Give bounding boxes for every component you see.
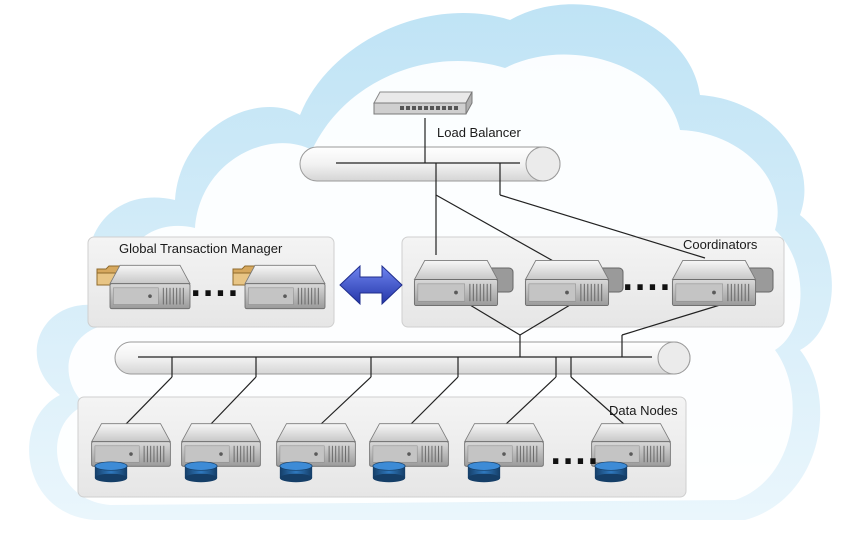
coordinators-ellipsis: .... xyxy=(622,263,672,298)
database-disk-icon xyxy=(467,461,501,483)
server-icon xyxy=(524,259,610,307)
server-icon xyxy=(369,423,449,467)
coordinator-server-2 xyxy=(524,259,624,307)
load-balancer-bus xyxy=(299,146,561,182)
server-icon xyxy=(181,423,261,467)
server-icon xyxy=(464,423,544,467)
server-icon xyxy=(244,264,326,310)
coordinator-server-3 xyxy=(671,259,774,307)
database-disk-icon xyxy=(184,461,218,483)
load-balancer-switch-icon xyxy=(373,91,473,115)
server-icon xyxy=(109,264,191,310)
gtm-server-2 xyxy=(232,264,326,310)
server-icon xyxy=(591,423,671,467)
database-disk-icon xyxy=(94,461,128,483)
gtm-ellipsis: .... xyxy=(190,269,240,304)
server-icon xyxy=(91,423,171,467)
coordinator-server-1 xyxy=(413,259,514,307)
database-disk-icon xyxy=(372,461,406,483)
server-icon xyxy=(276,423,356,467)
gtm-label: Global Transaction Manager xyxy=(119,241,283,256)
load-balancer-label: Load Balancer xyxy=(437,125,521,140)
data-nodes-label: Data Nodes xyxy=(609,403,678,418)
data-bus xyxy=(114,341,691,375)
database-disk-icon xyxy=(594,461,628,483)
gtm-server-1 xyxy=(96,264,191,310)
data-nodes-ellipsis: .... xyxy=(550,437,600,472)
database-disk-icon xyxy=(279,461,313,483)
server-icon xyxy=(671,259,757,307)
coordinators-label: Coordinators xyxy=(683,237,758,252)
bidirectional-arrow-icon xyxy=(339,264,403,306)
connection-lines xyxy=(124,118,721,426)
server-icon xyxy=(413,259,499,307)
